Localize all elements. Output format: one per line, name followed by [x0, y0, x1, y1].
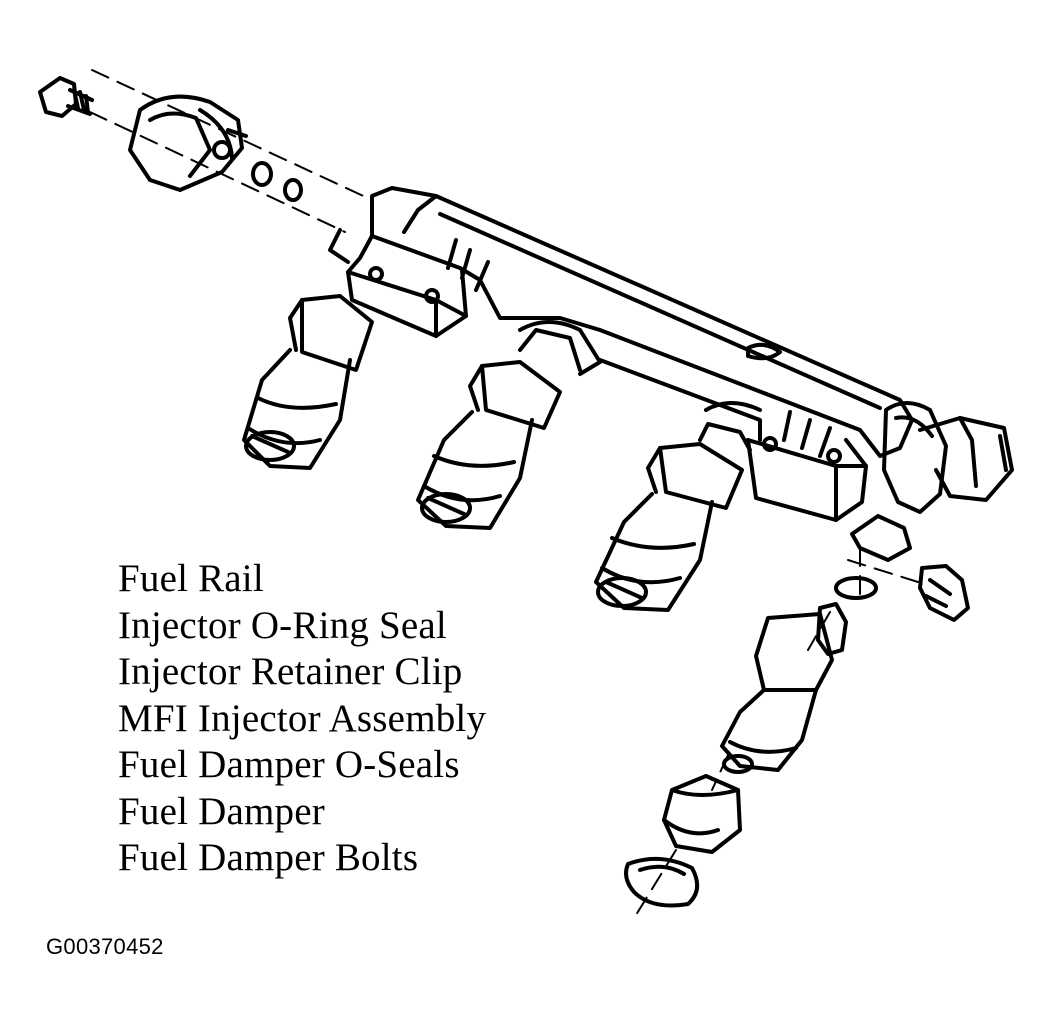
mfi-injector-assembly: [720, 602, 848, 774]
figure-id: G00370452: [46, 934, 164, 959]
legend-item-fuel-rail: Fuel Rail: [118, 557, 264, 600]
injector-1: [242, 294, 374, 470]
legend-item-mfi-injector-assembly: MFI Injector Assembly: [118, 696, 487, 740]
damper-o-seals-upper: [251, 161, 303, 202]
parts-legend: Fuel Rail Injector O-Ring Seal Injector …: [118, 556, 486, 882]
fuel-damper-rail: [882, 401, 1014, 514]
injector-3: [594, 422, 752, 612]
legend-item-injector-retainer-clip: Injector Retainer Clip: [118, 650, 463, 693]
fuel-damper-upper: [128, 94, 248, 192]
legend-item-fuel-damper-o-seals: Fuel Damper O-Seals: [118, 743, 460, 786]
fuel-rail-body: [328, 186, 914, 522]
legend-item-fuel-damper-bolts: Fuel Damper Bolts: [118, 836, 419, 879]
injector-2: [416, 328, 582, 530]
damper-o-seal-lower: [624, 856, 700, 908]
fuel-damper-lower: [662, 774, 742, 854]
injector-retainer-clip: [918, 564, 970, 622]
fuel-damper-bolt: [38, 76, 94, 118]
injector-o-ring-seal-right: [834, 514, 912, 600]
legend-item-injector-o-ring-seal: Injector O-Ring Seal: [118, 603, 447, 647]
legend-item-fuel-damper: Fuel Damper: [118, 789, 325, 833]
